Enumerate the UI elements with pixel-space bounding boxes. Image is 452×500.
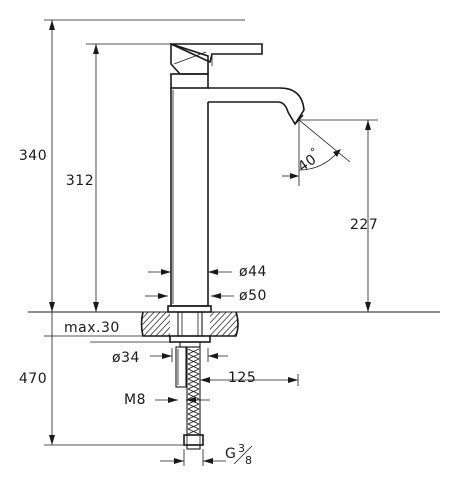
label-diameter-50: ø50 bbox=[239, 288, 267, 304]
dim-overall-height bbox=[44, 19, 245, 312]
label-340: 340 bbox=[19, 148, 47, 164]
dim-outlet-height bbox=[300, 119, 378, 312]
label-312: 312 bbox=[66, 173, 94, 189]
dim-spout-height bbox=[86, 43, 171, 312]
label-470: 470 bbox=[19, 371, 47, 387]
label-g-denominator: 8 bbox=[245, 454, 252, 467]
supply-hoses bbox=[175, 311, 204, 450]
dim-hose-offset bbox=[200, 374, 299, 386]
dim-spray-angle bbox=[282, 119, 351, 186]
label-125: 125 bbox=[228, 370, 256, 386]
label-max-30: max.30 bbox=[64, 320, 120, 336]
dim-connection-thread bbox=[160, 449, 226, 466]
label-227: 227 bbox=[350, 217, 378, 233]
dim-base-diameter bbox=[145, 293, 234, 299]
faucet-body bbox=[167, 42, 305, 313]
dim-max-thickness bbox=[44, 312, 143, 337]
label-g-numerator: 3 bbox=[238, 442, 245, 455]
label-g-3-8: G bbox=[225, 446, 236, 462]
dimension-labels: 340 312 227 40° ø44 ø50 max.30 ø34 470 1… bbox=[19, 145, 378, 467]
dim-thread-rod bbox=[155, 397, 210, 403]
label-diameter-34: ø34 bbox=[112, 350, 140, 366]
dim-hole-diameter bbox=[90, 341, 228, 362]
label-diameter-44: ø44 bbox=[239, 264, 267, 280]
label-m8: M8 bbox=[124, 392, 146, 408]
label-40-deg: 40° bbox=[293, 145, 325, 176]
dim-hose-length bbox=[44, 336, 184, 446]
dim-body-diameter bbox=[148, 269, 232, 275]
